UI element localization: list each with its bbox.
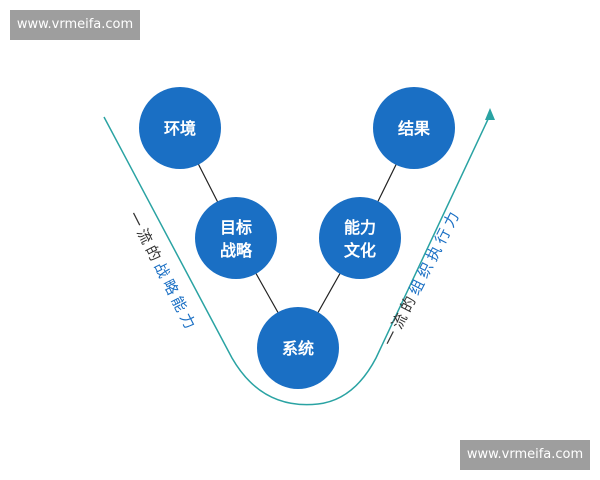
- node-goal-line1: 目标: [220, 218, 252, 237]
- node-goal-line2: 战略: [220, 241, 253, 260]
- watermark-top: www.vrmeifa.com: [10, 10, 140, 40]
- v-curve: [103, 114, 491, 406]
- node-environment-label: 环境: [164, 119, 196, 138]
- node-result: 结果: [373, 87, 455, 169]
- left-side-prefix: 一流的: [124, 209, 166, 268]
- right-side-prefix: 一流的: [380, 290, 422, 349]
- node-system: 系统: [257, 307, 339, 389]
- node-goal: 目标 战略: [195, 197, 277, 279]
- node-capability-line1: 能力: [344, 218, 376, 237]
- node-capability-line2: 文化: [344, 241, 376, 260]
- right-side-highlight: 组织执行力: [405, 205, 464, 298]
- node-result-label: 结果: [397, 119, 430, 138]
- arrow-head-icon: [485, 108, 495, 120]
- left-side-highlight: 战略能力: [150, 259, 201, 335]
- node-capability: 能力 文化: [319, 197, 401, 279]
- node-environment: 环境: [139, 87, 221, 169]
- watermark-bottom: www.vrmeifa.com: [460, 440, 590, 470]
- node-system-label: 系统: [282, 339, 314, 358]
